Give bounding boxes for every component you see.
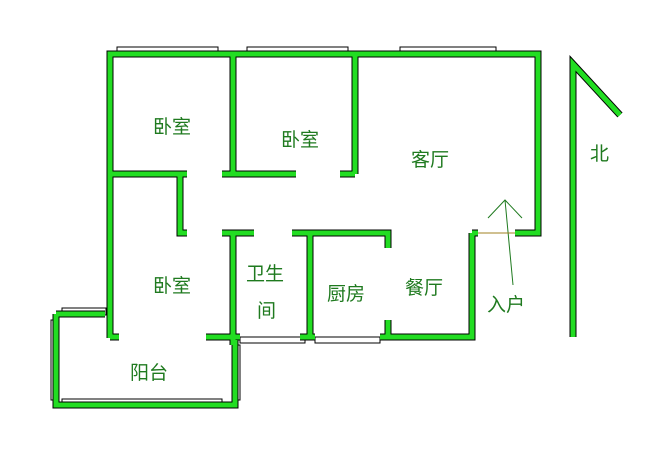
room-label-bedroom: 卧室 [153,116,192,138]
walls [52,50,542,409]
wall-segment [107,51,541,338]
room-label-kitchen: 厨房 [327,283,366,305]
wall-segment [292,230,391,248]
room-label-balcony: 阳台 [130,362,169,384]
windows [50,46,497,407]
north-arrow-icon [569,55,623,337]
entrance-arrow [478,199,523,286]
north-label: 北 [590,143,610,165]
room-label-dining-room: 餐厅 [405,277,444,299]
room-label-bathroom: 卫生 [246,263,285,285]
room-label-bathroom: 间 [257,300,277,322]
room-label-living-room: 客厅 [411,149,450,171]
entrance-label: 入户 [487,294,526,316]
room-label-bedroom: 卧室 [153,275,192,297]
wall-segment [177,174,187,236]
wall-segment [53,314,238,408]
wall-segment [380,233,475,340]
room-label-bedroom: 卧室 [281,129,320,151]
